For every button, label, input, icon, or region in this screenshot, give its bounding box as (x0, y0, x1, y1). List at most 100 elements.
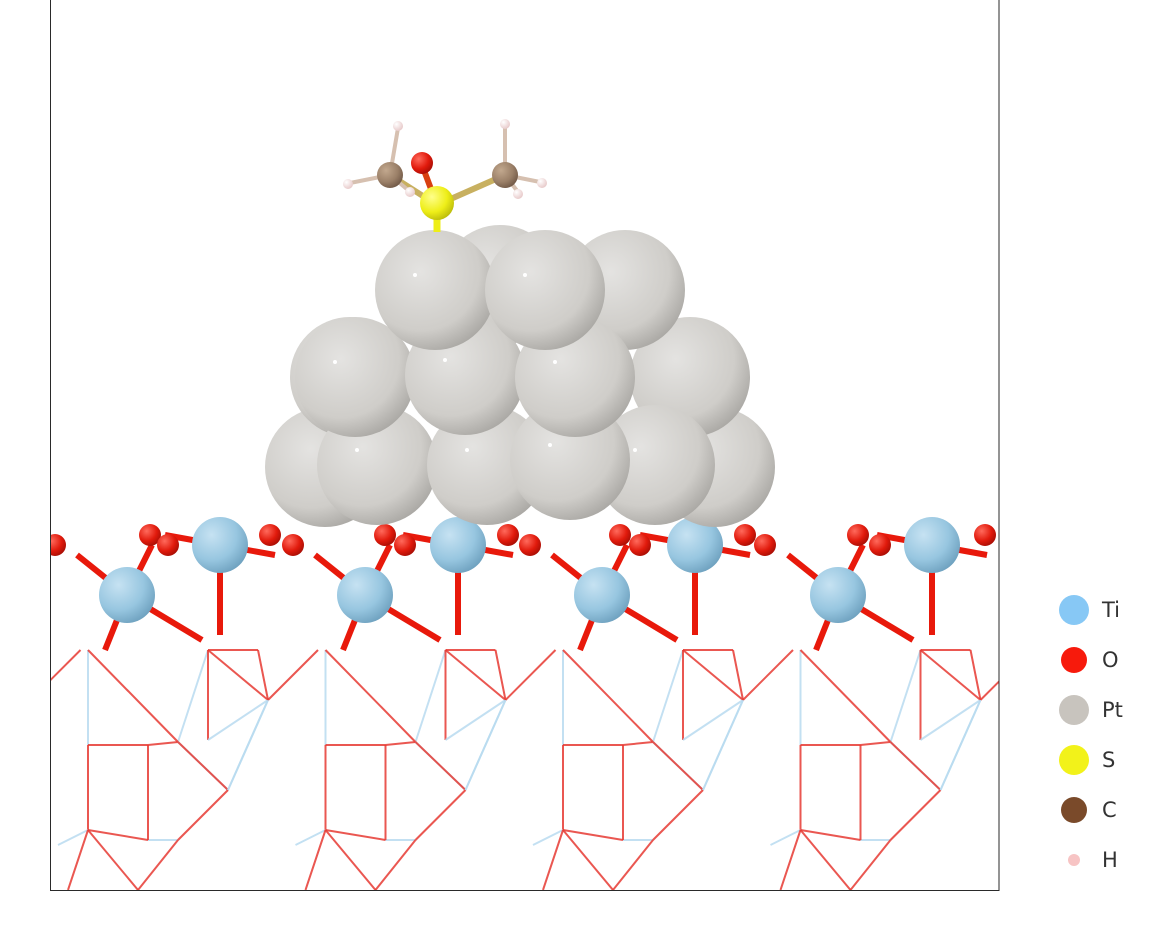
platinum-atom (295, 317, 415, 437)
lattice-bond (494, 649, 507, 701)
atom-highlight (413, 273, 417, 277)
lattice-bond (177, 741, 229, 791)
hydrogen-atom (537, 178, 547, 188)
lattice-bond (889, 741, 942, 791)
lattice-bond (21, 650, 31, 700)
oxygen-atom (609, 524, 631, 546)
lattice-bond (562, 829, 624, 841)
lattice-bond (612, 839, 654, 890)
carbon-atom (492, 162, 518, 188)
legend-item-h: H (1058, 835, 1148, 885)
lattice-bond (562, 829, 614, 890)
lattice-bond (57, 829, 89, 846)
legend-item-pt: Pt (1058, 685, 1148, 735)
lattice-bond (919, 699, 982, 741)
hydrogen-atom (500, 119, 510, 129)
atom-highlight (355, 448, 359, 452)
lattice-bond (227, 699, 269, 791)
lattice-bond (257, 649, 269, 701)
titanium-atom (574, 567, 630, 623)
oxygen-atom (974, 524, 996, 546)
lattice-bond (414, 741, 467, 791)
lattice-bond (652, 649, 684, 743)
legend-item-c: C (1058, 785, 1148, 835)
lattice-bond (207, 649, 269, 701)
lattice-bond (860, 741, 891, 746)
lattice-bond (849, 839, 892, 890)
legend-dot-s (1059, 745, 1089, 775)
legend: Ti O Pt S C H (1058, 585, 1148, 885)
lattice-bond (939, 699, 982, 791)
lattice-bond (67, 829, 89, 890)
lattice-bond (770, 829, 801, 846)
oxygen-atom (734, 524, 756, 546)
oxygen-atom (754, 534, 776, 556)
platinum-atom (595, 405, 715, 525)
lattice-bond (414, 649, 447, 743)
cell-frame (50, 0, 1000, 891)
hydrogen-atom (343, 179, 353, 189)
lattice-bond (919, 649, 982, 701)
titanium-atom (337, 567, 393, 623)
legend-label: Ti (1102, 598, 1121, 622)
lattice-bond (1008, 830, 1038, 845)
lattice-bond (177, 789, 229, 841)
legend-dot-o (1061, 647, 1087, 673)
legend-item-o: O (1058, 635, 1148, 685)
legend-dot-h (1068, 854, 1080, 866)
lattice-bond (147, 741, 179, 746)
lattice-bond (800, 829, 861, 841)
titanium-atom (192, 517, 248, 573)
lattice-bond (464, 699, 507, 791)
dmso-molecule (343, 119, 547, 232)
oxygen-atom (497, 524, 519, 546)
lattice-bond (682, 649, 744, 701)
legend-label: C (1102, 798, 1117, 822)
oxygen-atom (411, 152, 433, 174)
oxygen-atom (629, 534, 651, 556)
atom-highlight (553, 360, 557, 364)
lattice-bond (87, 829, 139, 890)
legend-label: O (1102, 648, 1119, 672)
legend-dot-ti (1059, 595, 1089, 625)
legend-dot-pt (1059, 695, 1089, 725)
lattice-bond (979, 680, 999, 701)
lattice-bond (732, 649, 744, 701)
lattice-bond (504, 649, 557, 701)
platinum-atom (375, 230, 495, 350)
lattice-bond (324, 829, 377, 890)
legend-dot-c (1061, 797, 1087, 823)
titanium-atom (904, 517, 960, 573)
lattice-bond (325, 829, 386, 841)
lattice-bond (0, 650, 31, 700)
lattice-bond (267, 649, 319, 701)
oxygen-atom (374, 524, 396, 546)
lattice-bond (652, 789, 704, 841)
lattice-bond (742, 649, 794, 701)
lattice-bond (414, 789, 467, 841)
lattice-bond (562, 649, 654, 743)
lattice-bond (304, 829, 327, 890)
lattice-bond (385, 741, 416, 746)
lattice-bond (137, 839, 179, 890)
titanium-atom (99, 567, 155, 623)
oxygen-atom (259, 524, 281, 546)
atom-highlight (548, 443, 552, 447)
oxygen-atom (394, 534, 416, 556)
carbon-atom (377, 162, 403, 188)
lattice-bond (444, 699, 507, 741)
lattice-bond (889, 789, 942, 841)
oxygen-atom (519, 534, 541, 556)
lattice-bond (889, 649, 922, 743)
lattice-bond (207, 699, 269, 741)
atom-highlight (333, 360, 337, 364)
oxygen-atom (282, 534, 304, 556)
atom-highlight (465, 448, 469, 452)
atom-highlight (523, 273, 527, 277)
platinum-atom (485, 230, 605, 350)
lattice-bond (0, 700, 31, 740)
hydrogen-atom (393, 121, 403, 131)
lattice-bond (969, 649, 982, 701)
lattice-bond (532, 829, 564, 846)
